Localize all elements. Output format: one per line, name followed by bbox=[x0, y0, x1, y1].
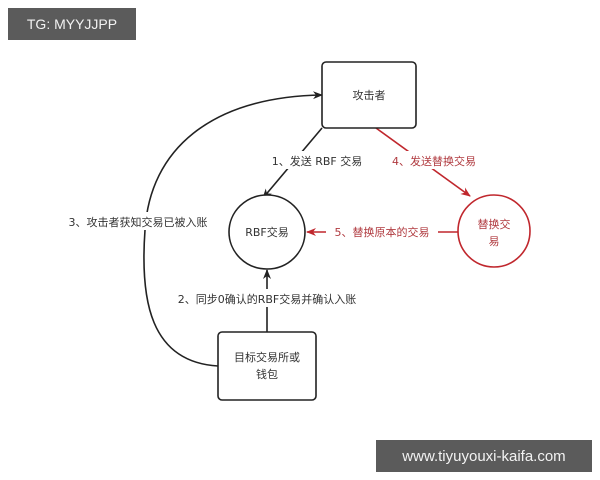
watermark-bottom: www.tiyuyouxi-kaifa.com bbox=[376, 440, 592, 472]
watermark-top: TG: MYYJJPP bbox=[8, 8, 136, 40]
edge-4-label: 4、发送替换交易 bbox=[392, 154, 476, 168]
edge-2-label: 2、同步0确认的RBF交易并确认入账 bbox=[178, 292, 357, 306]
node-rbf-tx: RBF交易 bbox=[228, 194, 306, 270]
node-target: 目标交易所或 钱包 bbox=[217, 331, 317, 401]
node-attacker-label: 攻击者 bbox=[353, 88, 386, 102]
node-target-label-line2: 钱包 bbox=[256, 367, 278, 381]
node-rbf-tx-label: RBF交易 bbox=[245, 225, 289, 239]
node-attacker: 攻击者 bbox=[321, 61, 417, 129]
edge-5-label: 5、替换原本的交易 bbox=[335, 225, 430, 239]
node-replace-tx-label-line1: 替换交 bbox=[478, 217, 511, 231]
node-target-label-line1: 目标交易所或 bbox=[234, 350, 300, 364]
node-replace-tx-label-line2: 易 bbox=[489, 235, 500, 248]
edge-1-label: 1、发送 RBF 交易 bbox=[272, 154, 363, 168]
node-replace-tx: 替换交 易 bbox=[457, 194, 531, 268]
edge-3-label: 3、攻击者获知交易已被入账 bbox=[69, 215, 208, 229]
